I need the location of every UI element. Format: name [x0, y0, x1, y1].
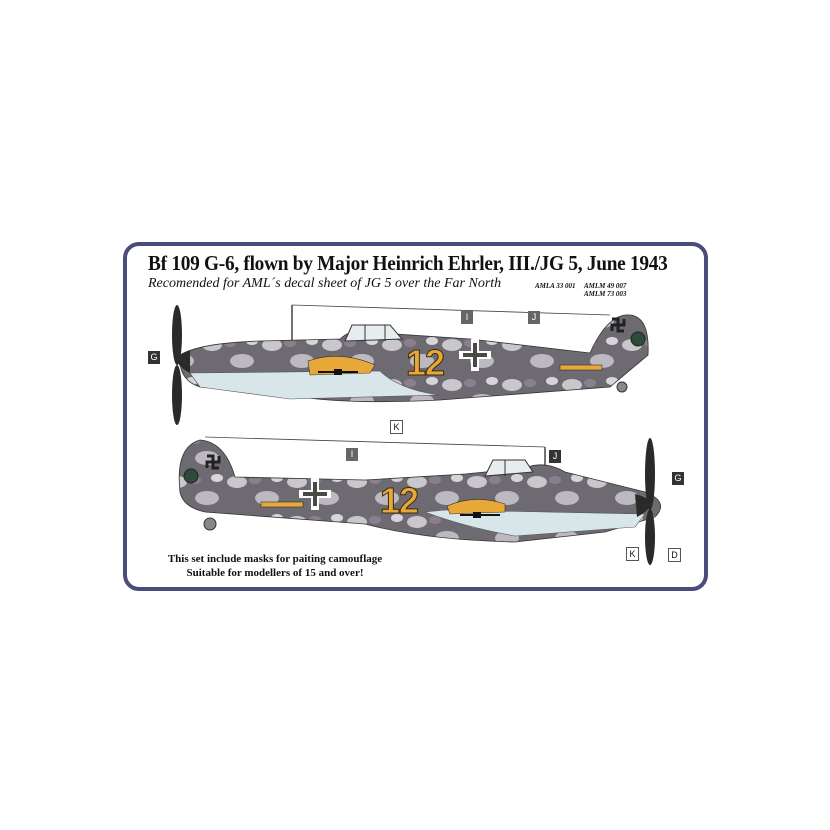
- top-aircraft-profile: [172, 304, 649, 425]
- label-d-bottom: D: [668, 548, 681, 562]
- sheet-title: Bf 109 G-6, flown by Major Heinrich Ehrl…: [148, 251, 668, 275]
- bottom-aircraft-number: 12: [379, 480, 419, 522]
- footer-line-2: Suitable for modellers of 15 and over!: [186, 567, 364, 579]
- label-k-bottom: K: [626, 547, 639, 561]
- footer-line-1: This set include masks for paiting camou…: [167, 553, 383, 565]
- label-g-top: G: [148, 351, 160, 364]
- label-j-top: J: [528, 311, 540, 324]
- label-j-bottom: J: [549, 450, 561, 463]
- bottom-aircraft-profile: [178, 436, 662, 565]
- label-k-top: K: [390, 420, 403, 434]
- product-code-1: AMLA 33 001: [535, 282, 576, 290]
- label-i-top: I: [461, 311, 473, 324]
- product-code-3: AMLM 73 003: [584, 290, 627, 298]
- label-i-bottom: I: [346, 448, 358, 461]
- sheet-subtitle: Recomended for AML´s decal sheet of JG 5…: [148, 276, 502, 291]
- label-g-bottom: G: [672, 472, 684, 485]
- top-aircraft-number: 12: [405, 342, 445, 384]
- product-code-2: AMLM 49 007: [584, 282, 627, 290]
